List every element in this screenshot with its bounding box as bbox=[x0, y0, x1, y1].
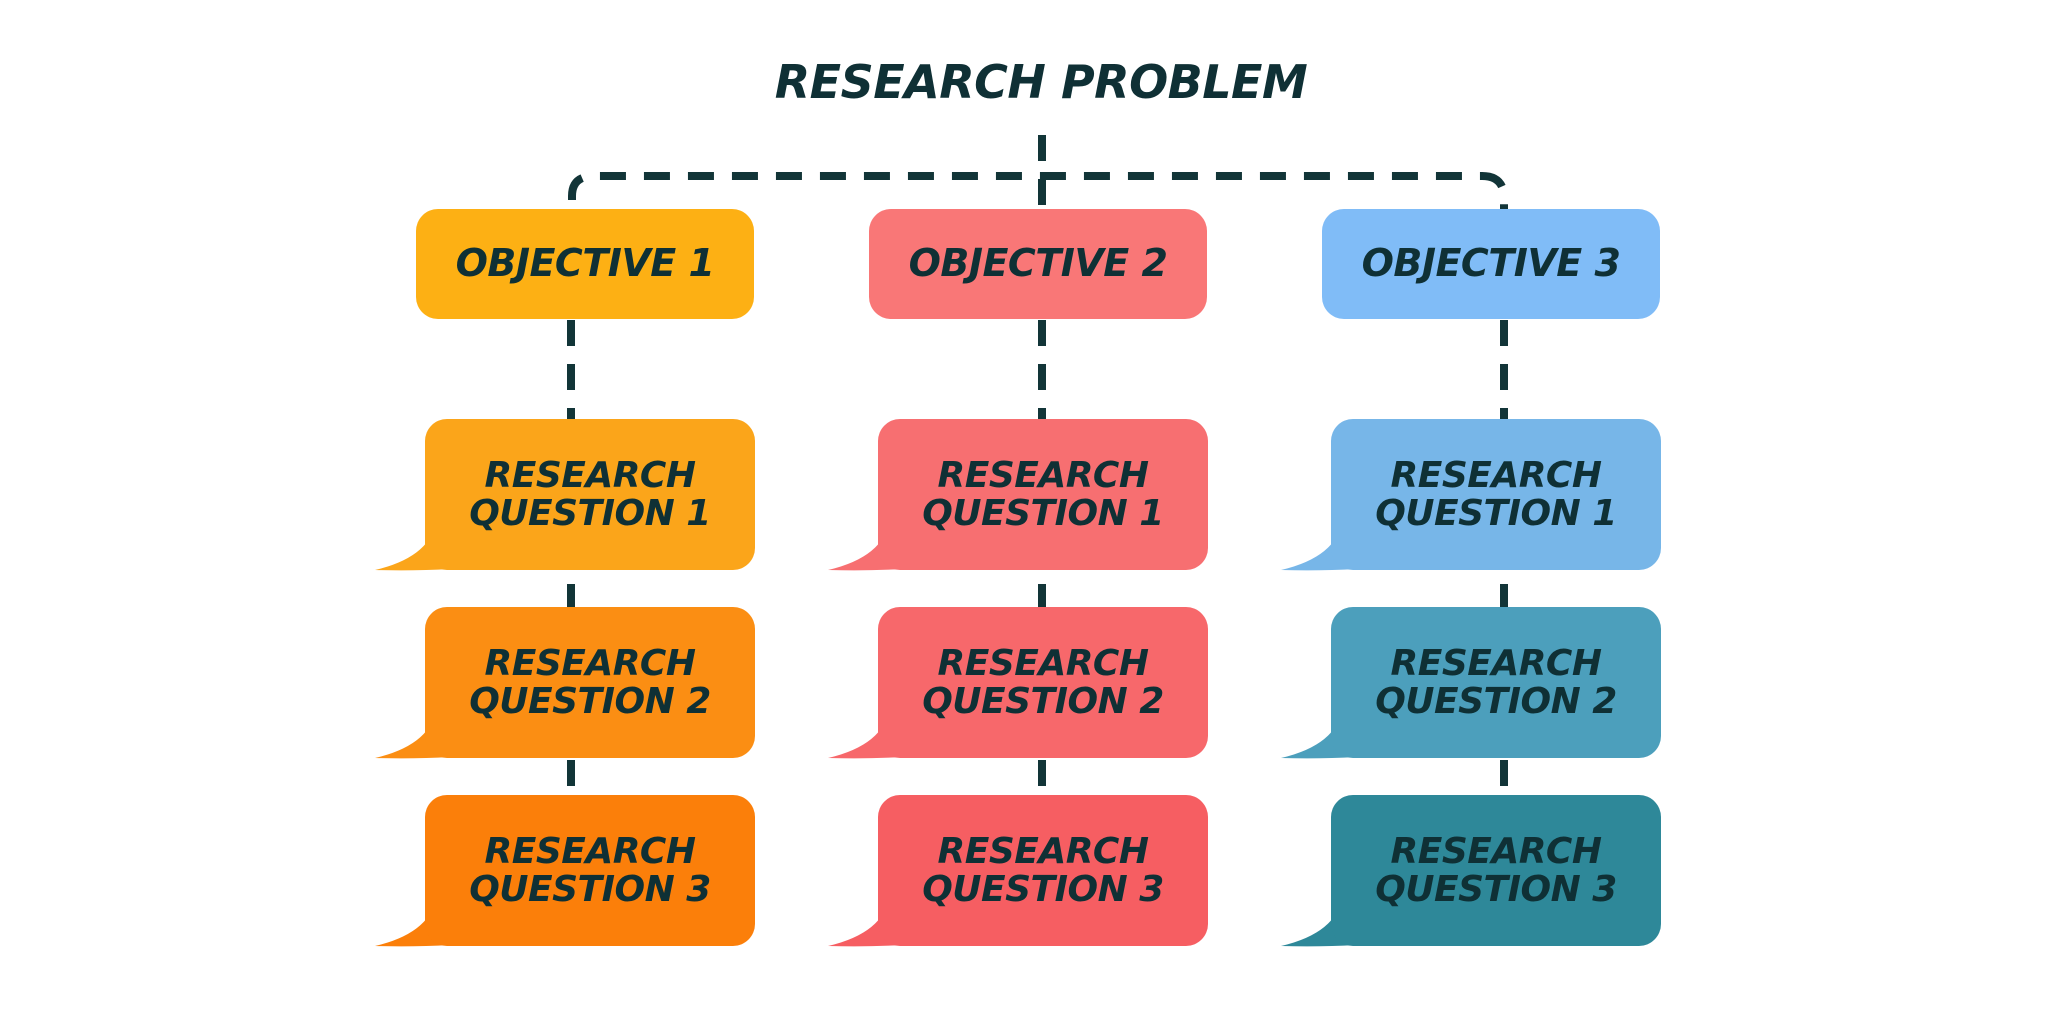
question-label-line-1: RESEARCH bbox=[937, 454, 1149, 496]
question-label-line-1: RESEARCH bbox=[484, 642, 696, 684]
question-bubble: RESEARCH QUESTION 1 bbox=[375, 419, 755, 571]
question-label: RESEARCH QUESTION 1 bbox=[1331, 419, 1661, 570]
question-label: RESEARCH QUESTION 2 bbox=[1331, 607, 1661, 758]
question-label-line-1: RESEARCH bbox=[937, 830, 1149, 872]
question-label-line-1: RESEARCH bbox=[484, 454, 696, 496]
question-label: RESEARCH QUESTION 3 bbox=[1331, 795, 1661, 946]
objective-3-box: OBJECTIVE 3 bbox=[1322, 209, 1660, 319]
question-label-line-1: RESEARCH bbox=[1390, 454, 1602, 496]
question-label: RESEARCH QUESTION 2 bbox=[878, 607, 1208, 758]
question-bubble: RESEARCH QUESTION 2 bbox=[1281, 607, 1661, 759]
question-label-line-1: RESEARCH bbox=[1390, 642, 1602, 684]
question-label-line-2: QUESTION 2 bbox=[469, 680, 711, 722]
question-bubble: RESEARCH QUESTION 3 bbox=[1281, 795, 1661, 947]
question-label-line-2: QUESTION 1 bbox=[1375, 492, 1617, 534]
bubble-body bbox=[878, 607, 1208, 758]
bubble-body bbox=[878, 795, 1208, 946]
bubble-body bbox=[1331, 795, 1661, 946]
question-bubble: RESEARCH QUESTION 3 bbox=[828, 795, 1208, 947]
question-bubble: RESEARCH QUESTION 1 bbox=[1281, 419, 1661, 571]
branch-connector-line bbox=[568, 172, 1508, 210]
question-label: RESEARCH QUESTION 1 bbox=[878, 419, 1208, 570]
bubble-body bbox=[1331, 607, 1661, 758]
question-label-line-2: QUESTION 1 bbox=[469, 492, 711, 534]
question-bubble: RESEARCH QUESTION 2 bbox=[375, 607, 755, 759]
question-label-line-2: QUESTION 3 bbox=[922, 868, 1164, 910]
diagram-title: RESEARCH PROBLEM bbox=[774, 55, 1308, 109]
question-label: RESEARCH QUESTION 1 bbox=[425, 419, 755, 570]
question-label-line-2: QUESTION 2 bbox=[1375, 680, 1617, 722]
question-label-line-1: RESEARCH bbox=[484, 830, 696, 872]
question-label-line-2: QUESTION 1 bbox=[922, 492, 1164, 534]
question-label: RESEARCH QUESTION 3 bbox=[425, 795, 755, 946]
objective-1-box: OBJECTIVE 1 bbox=[416, 209, 754, 319]
objective-2-box: OBJECTIVE 2 bbox=[869, 209, 1207, 319]
question-bubble: RESEARCH QUESTION 1 bbox=[828, 419, 1208, 571]
bubble-body bbox=[425, 419, 755, 570]
question-label-line-1: RESEARCH bbox=[937, 642, 1149, 684]
question-label: RESEARCH QUESTION 2 bbox=[425, 607, 755, 758]
question-label-line-2: QUESTION 2 bbox=[922, 680, 1164, 722]
bubble-body bbox=[1331, 419, 1661, 570]
question-bubble: RESEARCH QUESTION 2 bbox=[828, 607, 1208, 759]
question-label-line-2: QUESTION 3 bbox=[469, 868, 711, 910]
bubble-body bbox=[425, 795, 755, 946]
question-label-line-1: RESEARCH bbox=[1390, 830, 1602, 872]
bubble-body bbox=[425, 607, 755, 758]
question-label: RESEARCH QUESTION 3 bbox=[878, 795, 1208, 946]
question-bubble: RESEARCH QUESTION 3 bbox=[375, 795, 755, 947]
bubble-body bbox=[878, 419, 1208, 570]
question-label-line-2: QUESTION 3 bbox=[1375, 868, 1617, 910]
